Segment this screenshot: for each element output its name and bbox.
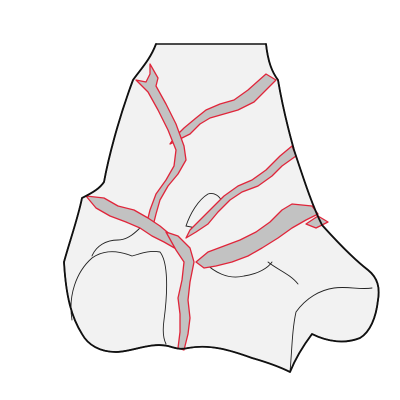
- fracture-lower-right: [195, 203, 319, 269]
- fracture-middle-right: [185, 145, 297, 239]
- left-condyle-contour: [70, 251, 168, 345]
- bone-contour-lines: [70, 193, 373, 373]
- fracture-center-vertical: [165, 231, 195, 351]
- fracture-right-edge: [305, 215, 329, 229]
- notch-contour: [203, 261, 273, 278]
- left-inner-contour: [91, 225, 143, 257]
- right-upper-contour: [267, 261, 299, 285]
- fracture-lines: [85, 63, 329, 351]
- bone-outline: [63, 43, 380, 373]
- right-condyle-contour: [289, 286, 373, 373]
